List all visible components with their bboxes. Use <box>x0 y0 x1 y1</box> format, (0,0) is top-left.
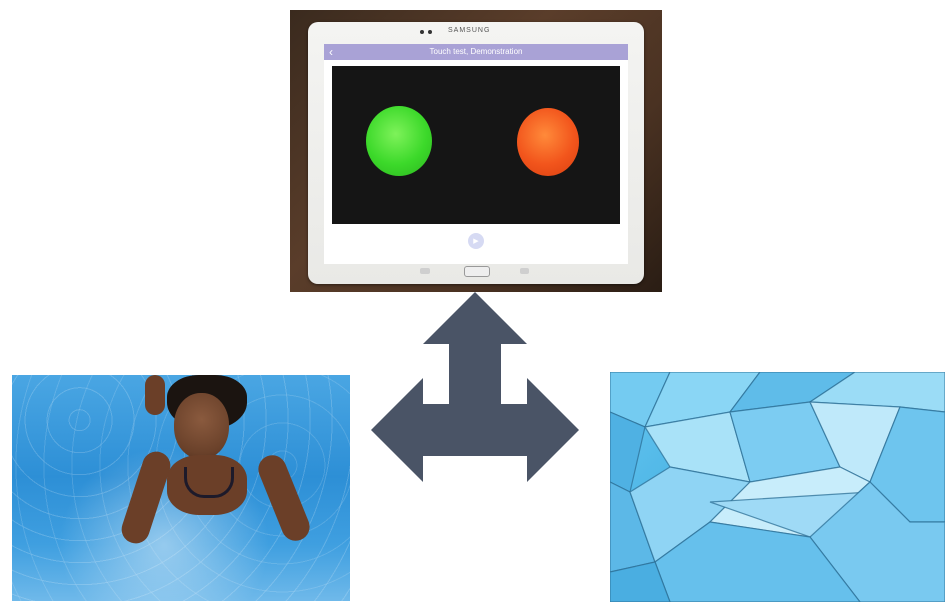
camera-dot <box>420 30 424 34</box>
arrow-shape <box>371 292 579 482</box>
home-button[interactable] <box>464 266 490 277</box>
swimsuit <box>184 467 234 498</box>
orange-circle[interactable] <box>517 108 579 176</box>
app-title: Touch test, Demonstration <box>324 44 628 60</box>
tablet-photo: SAMSUNG ‹ Touch test, Demonstration ▶ <box>290 10 662 292</box>
recent-apps-key[interactable] <box>520 268 529 274</box>
app-bar: ‹ Touch test, Demonstration <box>324 44 628 60</box>
tablet-screen: ‹ Touch test, Demonstration ▶ <box>324 44 628 264</box>
abstract-polygon-photo <box>610 372 945 602</box>
play-icon: ▶ <box>473 237 478 245</box>
polygon-pattern <box>610 372 945 602</box>
tablet-device: SAMSUNG ‹ Touch test, Demonstration ▶ <box>308 22 644 284</box>
three-way-arrow-icon <box>369 292 581 504</box>
play-button[interactable]: ▶ <box>468 233 484 249</box>
tablet-brand: SAMSUNG <box>448 27 490 34</box>
swimmer-head <box>174 393 229 459</box>
touch-test-canvas[interactable] <box>332 66 620 224</box>
back-key[interactable] <box>420 268 430 274</box>
green-circle[interactable] <box>366 106 432 176</box>
swimmer-photo <box>12 375 350 601</box>
sensor-dot <box>428 30 432 34</box>
swimmer-arm <box>145 375 165 415</box>
